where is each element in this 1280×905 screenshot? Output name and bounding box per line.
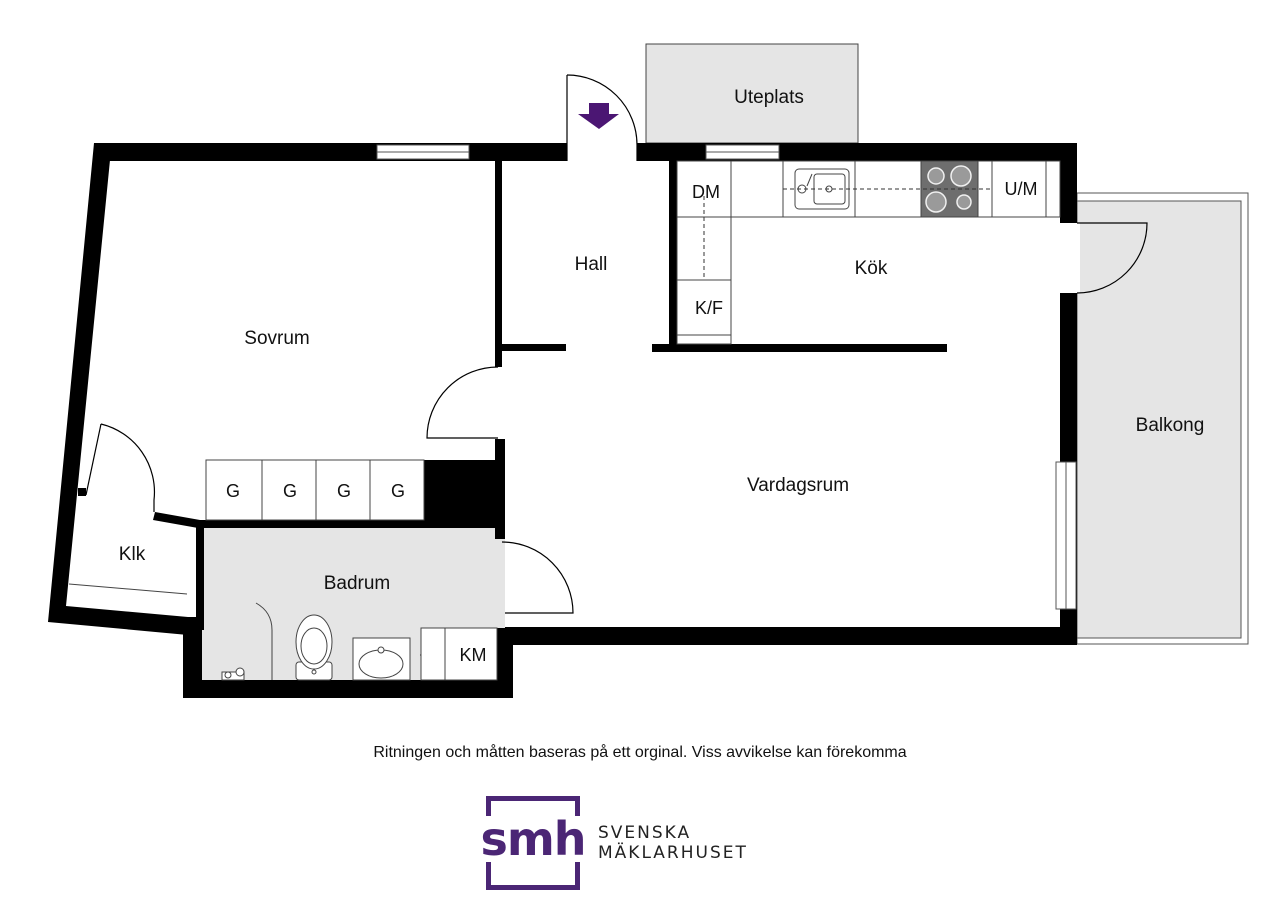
- fixture-label-um: U/M: [1005, 179, 1038, 199]
- room-label-balkong: Balkong: [1136, 415, 1205, 436]
- kitchen-fixtures: [676, 160, 1061, 345]
- room-label-kok: Kök: [855, 258, 888, 279]
- brand-logo: smh SVENSKA MÄKLARHUSET: [480, 796, 776, 900]
- wardrobe-label: G: [391, 481, 405, 501]
- fixture-label-km: KM: [460, 645, 487, 665]
- bathroom-fixtures: [221, 602, 498, 681]
- windows: [376, 144, 1077, 610]
- room-label-hall: Hall: [575, 254, 608, 275]
- uteplats-area: [645, 43, 859, 144]
- wardrobe-label: G: [226, 481, 240, 501]
- logo-line-2: MÄKLARHUSET: [598, 843, 748, 863]
- walls: [48, 143, 1077, 698]
- logo-mark: smh: [480, 812, 587, 866]
- floor-plan: Uteplats Hall Kök Sovrum Balkong Vardags…: [48, 43, 1249, 698]
- logo-line-1: SVENSKA: [598, 823, 692, 843]
- wardrobe-label: G: [283, 481, 297, 501]
- doors: [85, 74, 1148, 614]
- fixture-label-kf: K/F: [695, 298, 723, 318]
- hob-icon: [925, 165, 972, 213]
- shower-curtain-icon: [255, 602, 273, 680]
- fixture-label-dm: DM: [692, 182, 720, 202]
- entrance-arrow-icon: [578, 103, 619, 129]
- klk-shelf: [68, 583, 188, 595]
- room-label-klk: Klk: [119, 544, 146, 565]
- washbasin-icon: [352, 637, 411, 681]
- disclaimer-text: Ritningen och måtten baseras på ett orgi…: [373, 744, 907, 761]
- toilet-icon: [295, 614, 333, 681]
- room-label-badrum: Badrum: [324, 573, 391, 594]
- room-label-uteplats: Uteplats: [734, 87, 804, 108]
- floor-drain-icon: [221, 667, 245, 681]
- balkong-floor: [1076, 200, 1242, 639]
- klk-floor: [67, 584, 187, 617]
- wardrobe-label: G: [337, 481, 351, 501]
- room-label-vardagsrum: Vardagsrum: [747, 475, 849, 496]
- room-label-sovrum: Sovrum: [244, 328, 309, 349]
- wardrobes: [205, 459, 425, 521]
- logo-wordmark: SVENSKA MÄKLARHUSET: [598, 823, 748, 863]
